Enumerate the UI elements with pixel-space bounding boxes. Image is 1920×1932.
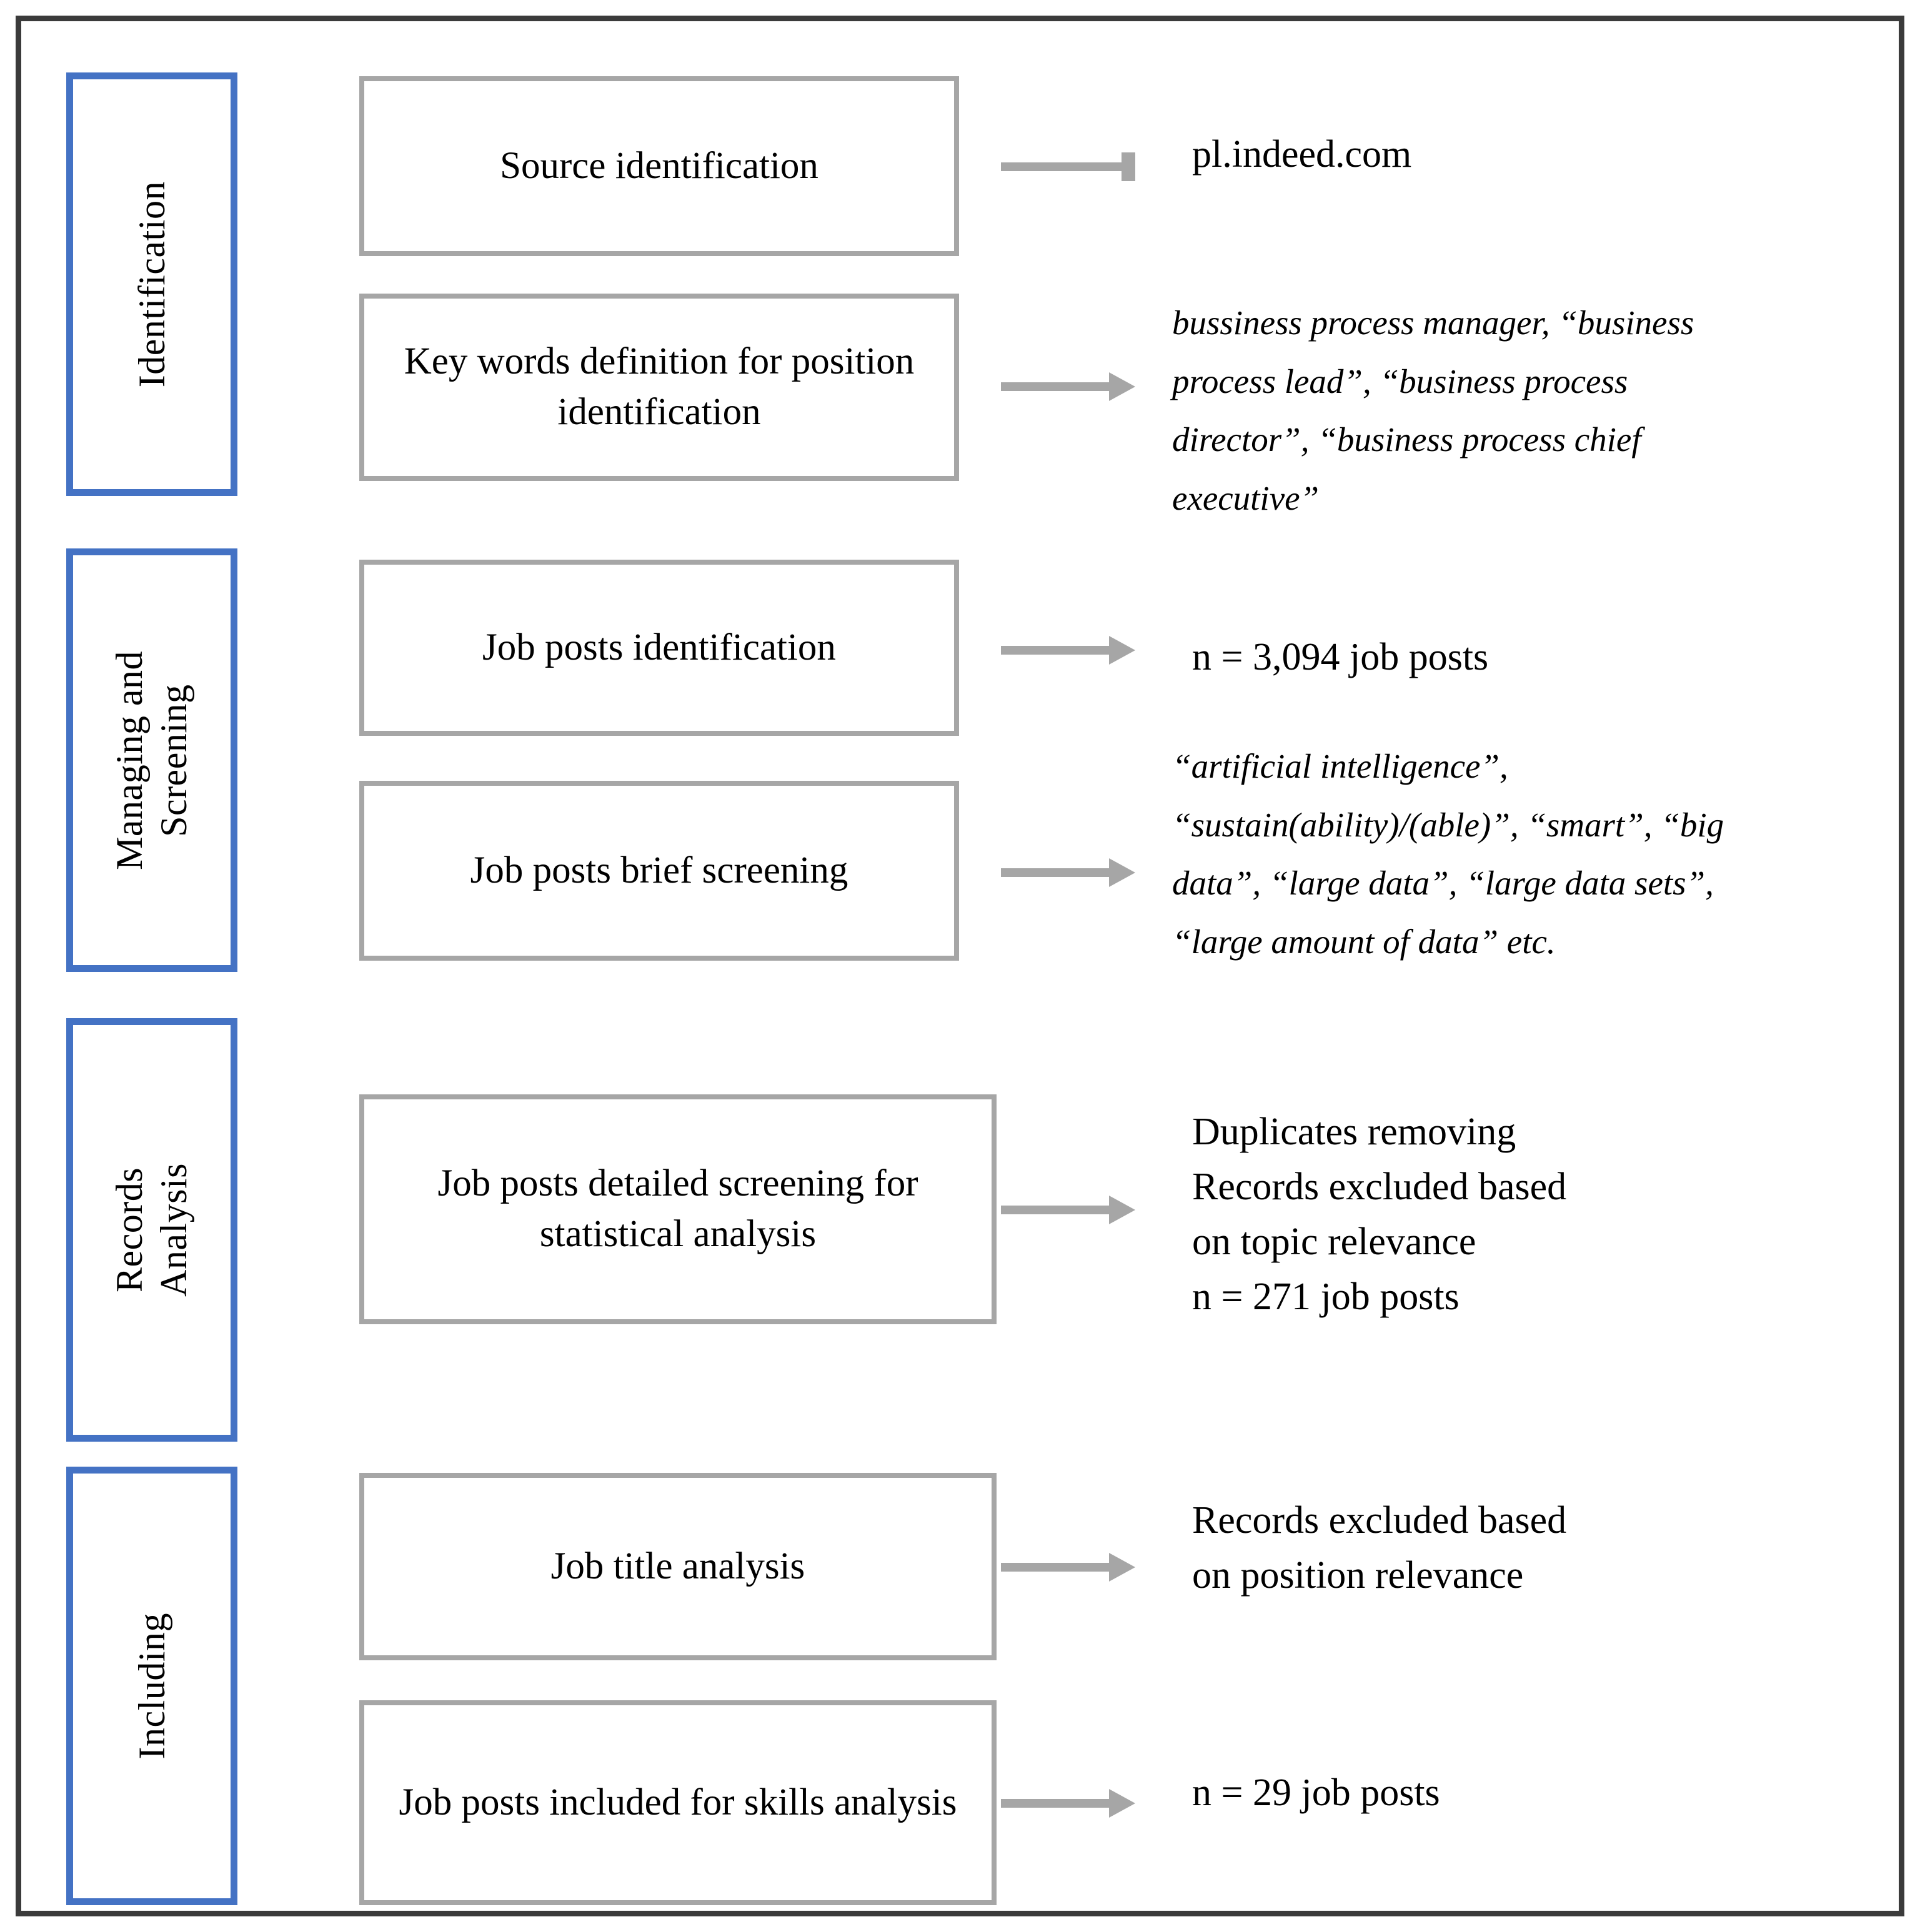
process-box-job-posts-brief-screening: Job posts brief screening [359, 781, 959, 961]
note-position-exclusion-line-1: Records excluded based [1192, 1499, 1567, 1542]
note-records-analysis-line-1: Duplicates removing [1192, 1111, 1516, 1153]
figure-outer-frame [16, 16, 1904, 1916]
note-screening-terms-line-1: “artificial intelligence”, [1172, 747, 1508, 785]
process-label-source-identification: Source identification [500, 144, 818, 187]
stage-box-records-analysis: Records Analysis [66, 1018, 237, 1442]
note-screening-terms-line-4: “large amount of data” etc. [1172, 922, 1556, 961]
stage-box-including: Including [66, 1467, 237, 1905]
arrow-right-icon-job-posts-identification [1001, 632, 1135, 668]
note-position-exclusion: Records excluded based on position relev… [1192, 1493, 1851, 1603]
note-identified-count: n = 3,094 job posts [1192, 630, 1867, 685]
arrow-right-icon-brief-screening [1001, 855, 1135, 891]
stage-label-including: Including [131, 1612, 172, 1760]
process-label-job-posts-identification: Job posts identification [482, 626, 836, 668]
process-label-job-posts-brief-screening: Job posts brief screening [470, 849, 848, 891]
note-keywords-line-2: process lead”, “business process [1172, 362, 1628, 400]
note-screening-terms-line-2: “sustain(ability)/(able)”, “smart”, “big [1172, 805, 1724, 844]
process-box-job-title-analysis: Job title analysis [359, 1473, 997, 1660]
arrow-right-icon-job-title-analysis [1001, 1549, 1135, 1585]
process-box-job-posts-included: Job posts included for skills analysis [359, 1700, 997, 1905]
note-records-analysis-line-4: n = 271 job posts [1192, 1276, 1460, 1319]
process-label-job-posts-detailed-screening: Job posts detailed screening for statist… [437, 1162, 918, 1255]
arrow-right-icon-keywords [1001, 369, 1135, 405]
note-source: pl.indeed.com [1192, 127, 1867, 182]
stage-label-identification: Identification [131, 181, 172, 388]
arrow-right-icon-detailed-screening [1001, 1192, 1135, 1228]
process-label-job-posts-included: Job posts included for skills analysis [399, 1781, 957, 1823]
stage-box-identification: Identification [66, 72, 237, 496]
process-box-key-words-definition: Key words definition for position identi… [359, 294, 959, 481]
note-included-count-line-1: n = 29 job posts [1192, 1771, 1440, 1814]
note-included-count: n = 29 job posts [1192, 1765, 1851, 1820]
process-box-job-posts-detailed-screening: Job posts detailed screening for statist… [359, 1094, 997, 1324]
process-box-job-posts-identification: Job posts identification [359, 560, 959, 736]
arrow-right-icon-job-posts-included [1001, 1785, 1135, 1821]
note-source-line-1: pl.indeed.com [1192, 133, 1412, 176]
process-label-job-title-analysis: Job title analysis [550, 1545, 805, 1587]
note-screening-terms: “artificial intelligence”, “sustain(abil… [1172, 737, 1853, 971]
note-keywords-line-4: executive” [1172, 478, 1320, 517]
note-records-analysis-line-2: Records excluded based [1192, 1166, 1567, 1209]
stage-label-managing-and-screening: Managing and Screening [109, 650, 194, 870]
note-identified-count-line-1: n = 3,094 job posts [1192, 636, 1489, 678]
process-label-key-words-definition: Key words definition for position identi… [404, 340, 915, 433]
stage-box-managing-and-screening: Managing and Screening [66, 548, 237, 972]
arrow-right-blunt-icon [1001, 149, 1135, 185]
note-screening-terms-line-3: data”, “large data”, “large data sets”, [1172, 864, 1714, 902]
note-keywords: bussiness process manager, “business pro… [1172, 294, 1853, 527]
note-keywords-line-3: director”, “business process chief [1172, 420, 1641, 458]
note-records-analysis: Duplicates removing Records excluded bas… [1192, 1104, 1851, 1324]
note-position-exclusion-line-2: on position relevance [1192, 1554, 1524, 1597]
stage-label-records-analysis: Records Analysis [109, 1163, 194, 1297]
note-keywords-line-1: bussiness process manager, “business [1172, 304, 1694, 342]
process-box-source-identification: Source identification [359, 76, 959, 256]
note-records-analysis-line-3: on topic relevance [1192, 1221, 1476, 1264]
